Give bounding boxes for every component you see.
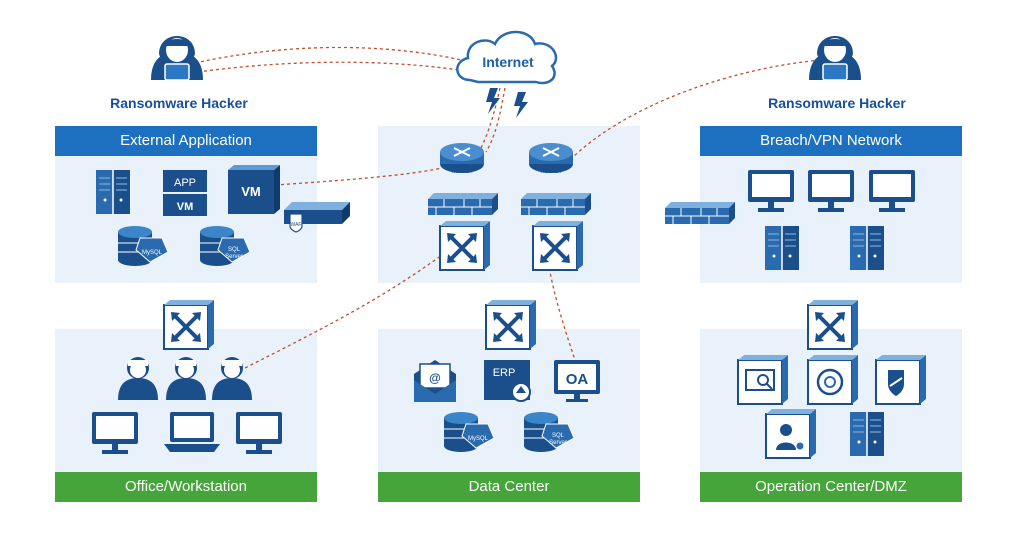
monitor-icon (748, 170, 794, 212)
erp-icon (484, 360, 531, 402)
internet-label: Internet (482, 54, 534, 70)
sql-server-database-icon (199, 225, 251, 267)
server-rack-icon (849, 411, 885, 457)
shield-icon (875, 354, 927, 405)
operation-center-title: Operation Center/DMZ (700, 472, 962, 502)
app-vm-icon (163, 170, 207, 216)
hacker-label-right: Ransomware Hacker (768, 95, 906, 111)
oa-monitor-icon (554, 360, 600, 402)
switch-icon (484, 298, 538, 351)
breach-vpn-panel: Breach/VPN Network (700, 126, 962, 283)
vm-label: VM (177, 201, 194, 213)
email-at-label: @ (429, 371, 441, 385)
monitor-icon (869, 170, 915, 212)
laptop-icon (164, 412, 220, 452)
external-application-title: External Application (55, 126, 317, 156)
lightning-icon (486, 88, 528, 118)
hacker-icon (808, 35, 862, 81)
mysql-database-icon (443, 411, 495, 453)
vm-box-label: VM (241, 184, 261, 199)
user-settings-icon (765, 408, 817, 459)
mysql-label: MySQL (142, 250, 163, 256)
switch-icon (806, 298, 860, 351)
server-rack-icon (849, 225, 885, 271)
data-center-title: Data Center (378, 472, 640, 502)
switch-icon (531, 219, 585, 272)
hacker-label-left: Ransomware Hacker (110, 95, 248, 111)
server-label: Server (225, 254, 243, 260)
core-network-panel (378, 126, 640, 283)
attack-paths (194, 46, 821, 369)
data-center-panel: Data Center (378, 329, 640, 502)
sql-server-database-icon (523, 411, 575, 453)
user-icon (118, 357, 158, 400)
monitoring-console-icon (737, 354, 789, 405)
breach-vpn-title: Breach/VPN Network (700, 126, 962, 156)
mysql-label: MySQL (468, 436, 489, 442)
switch-icon (438, 219, 492, 272)
sql-label: SQL (552, 433, 565, 439)
sql-label: SQL (228, 247, 241, 253)
mysql-database-icon (117, 225, 169, 267)
waf-device-icon (284, 202, 350, 233)
router-label: ROUTER (540, 169, 562, 175)
oa-label: OA (566, 371, 589, 388)
waf-label: WAF (291, 222, 302, 228)
office-workstation-title: Office/Workstation (55, 472, 317, 502)
monitor-icon (92, 412, 138, 454)
internet-cloud-icon (456, 30, 558, 85)
monitor-icon (808, 170, 854, 212)
user-icon (212, 357, 252, 400)
user-icon (166, 357, 206, 400)
firewall-icon (664, 201, 736, 225)
server-rack-icon (95, 169, 131, 215)
hacker-icon (150, 35, 204, 81)
app-label: APP (174, 177, 196, 189)
router-label: ROUTER (451, 169, 473, 175)
erp-label: ERP (493, 367, 516, 379)
firewall-icon (520, 192, 592, 216)
vm-box-icon (228, 165, 280, 214)
switch-icon (162, 298, 216, 351)
server-label: Server (549, 440, 567, 446)
monitor-icon (236, 412, 282, 454)
email-icon (414, 360, 456, 402)
server-rack-icon (764, 225, 800, 271)
security-monitor-icon (807, 354, 859, 405)
firewall-icon (427, 192, 499, 216)
